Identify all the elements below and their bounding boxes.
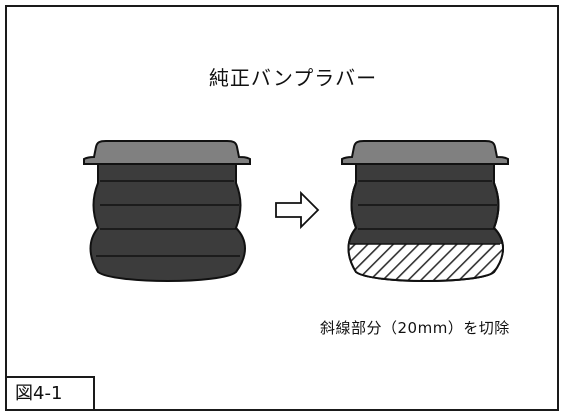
right-rubber-cap xyxy=(341,140,509,165)
cut-caption: 斜線部分（20mm）を切除 xyxy=(320,319,510,337)
left-rubber-cap xyxy=(83,140,251,165)
right-rubber-outline xyxy=(347,162,504,282)
cut-section-hatch xyxy=(348,244,503,281)
right-outline-arrow-icon xyxy=(275,190,320,230)
left-rubber-body xyxy=(89,162,246,282)
figure-number-label: 図4-1 xyxy=(5,376,95,411)
figure-title: 純正バンプラバー xyxy=(208,66,378,90)
modified-bump-rubber xyxy=(341,140,509,282)
figure-frame xyxy=(5,5,559,411)
original-bump-rubber xyxy=(83,140,251,282)
